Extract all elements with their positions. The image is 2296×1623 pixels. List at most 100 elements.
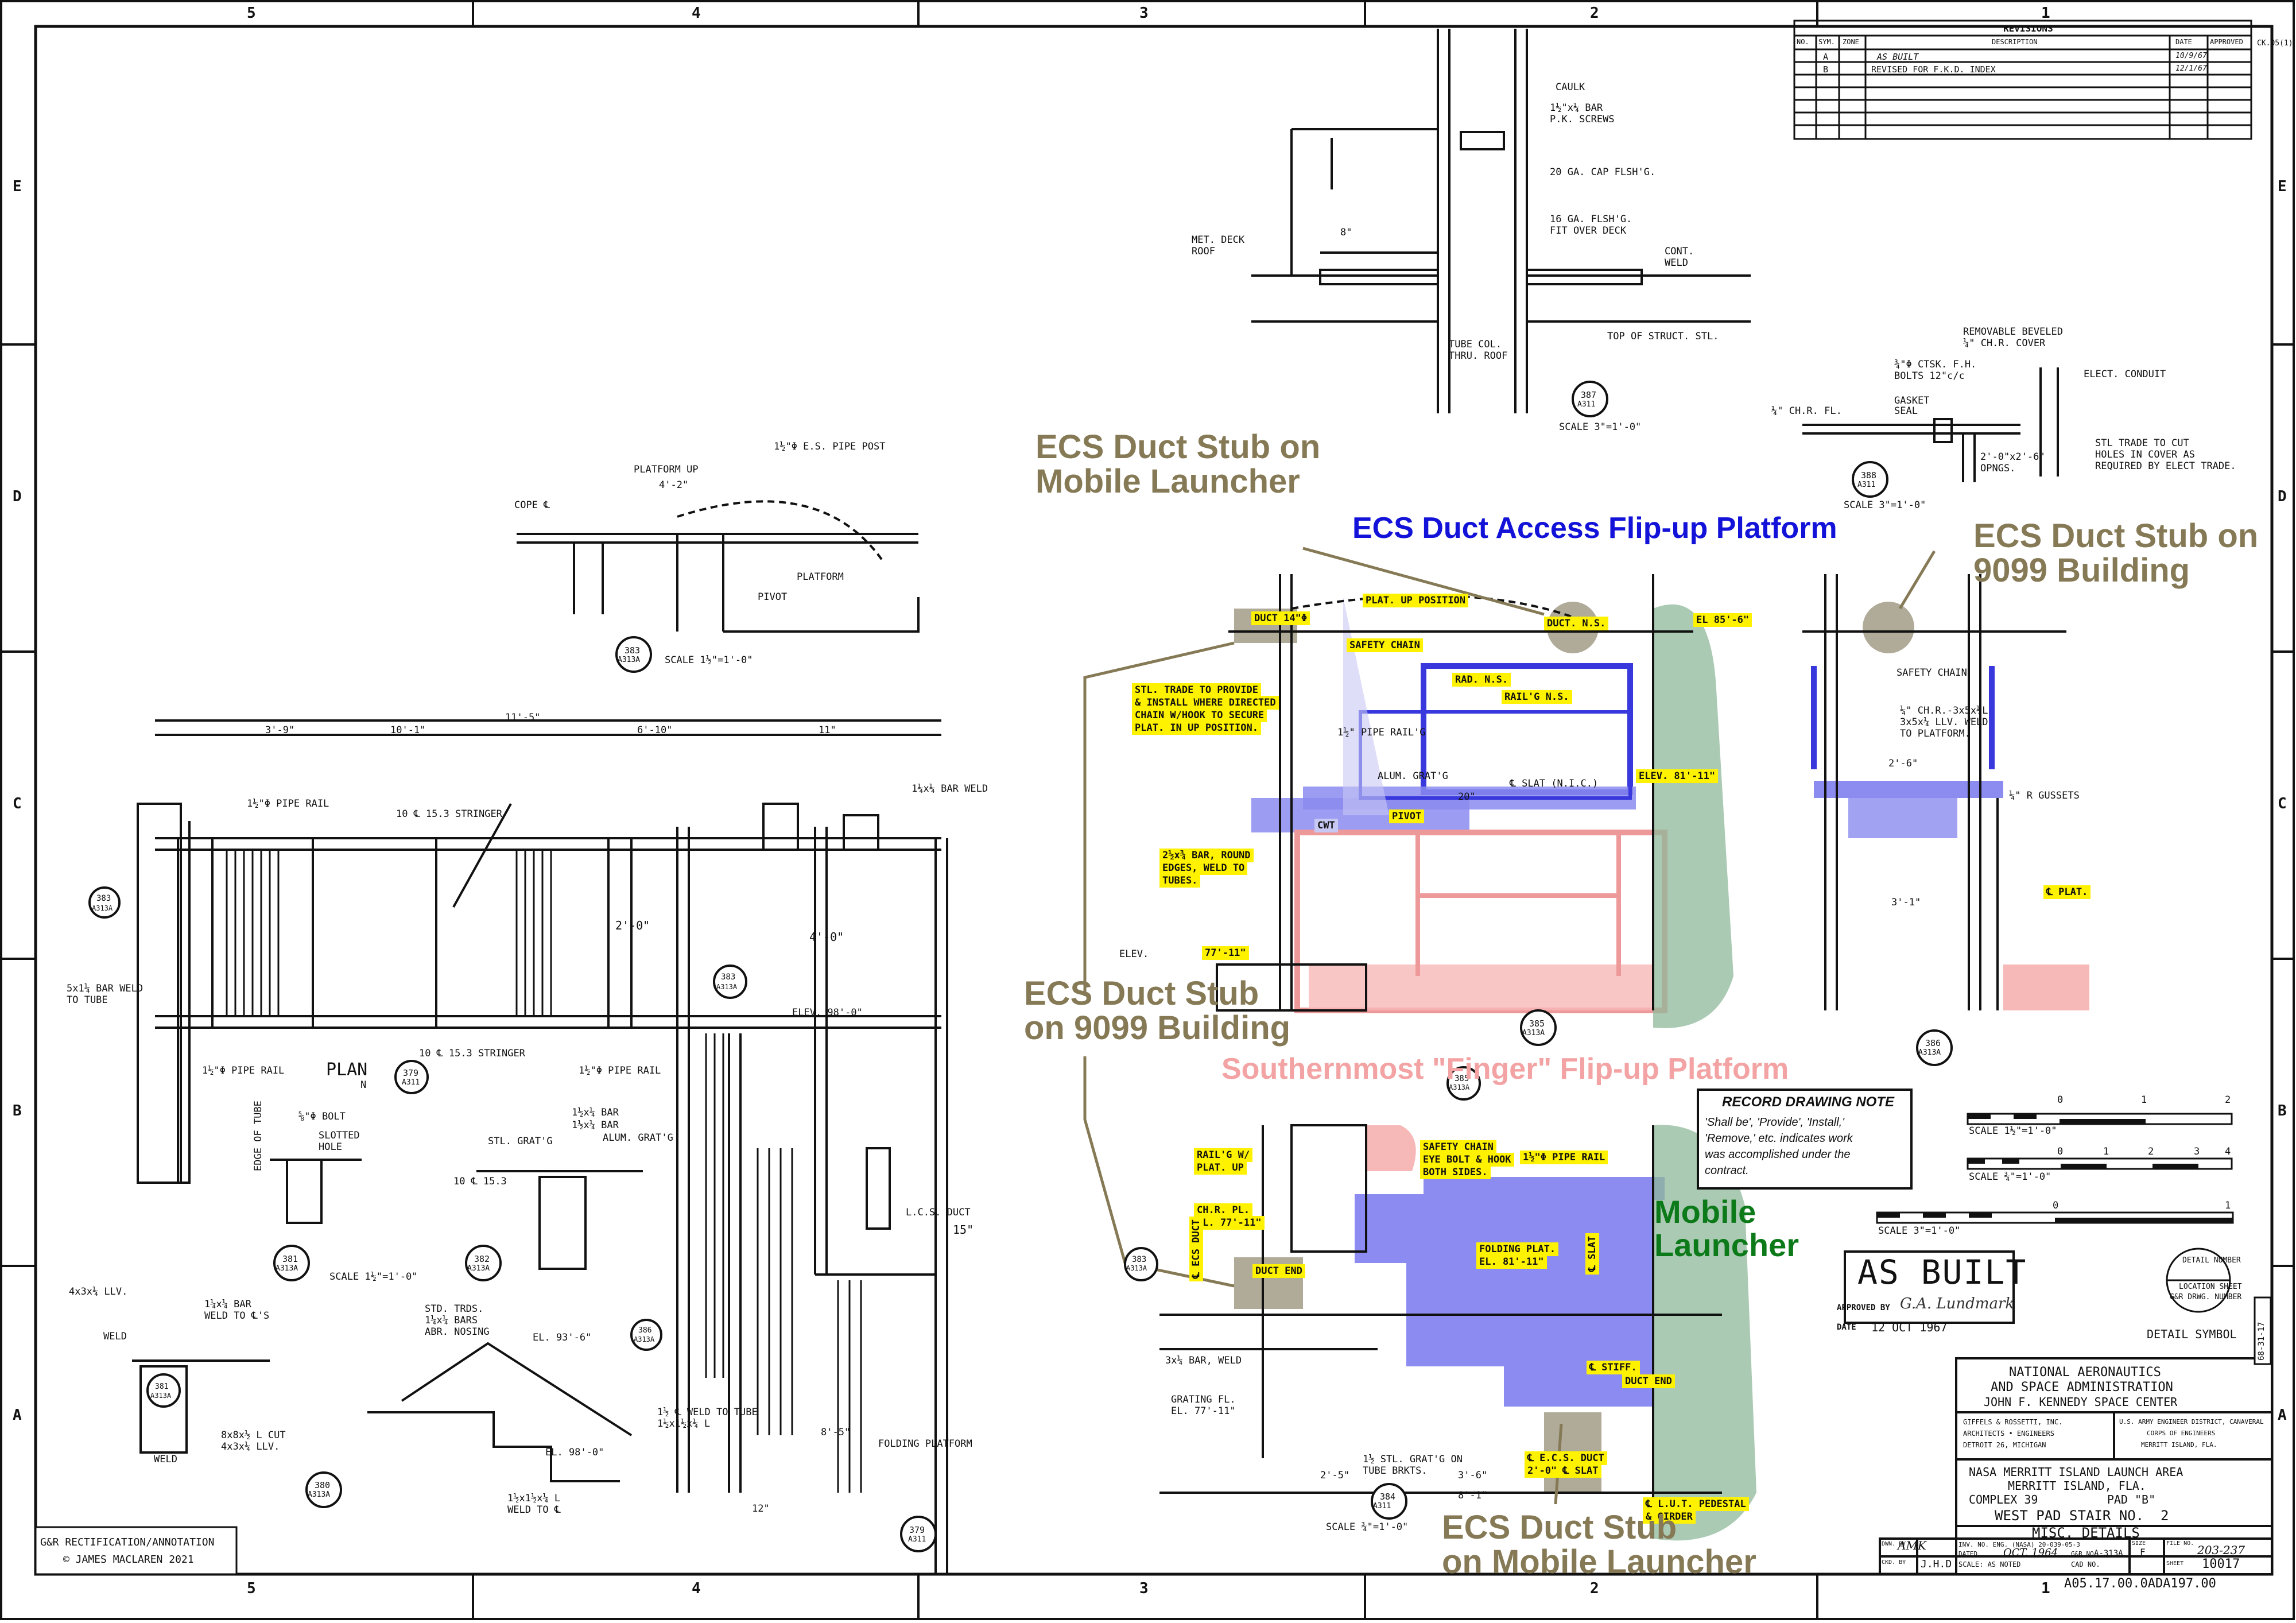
label-cont-weld-2: WELD	[1665, 257, 1688, 269]
bubble-379-sheet: A311	[402, 1078, 420, 1087]
small-details	[132, 1159, 643, 1482]
scale1-tick-1: 1	[2141, 1094, 2147, 1106]
tb-dated-label: DATED	[1958, 1550, 1978, 1558]
record-note-line-2: 'Remove,' etc. indicates work	[1705, 1132, 1853, 1145]
label-bar-weld3-2: WELD TO ℄'S	[204, 1310, 270, 1322]
rev-header-sym: SYM.	[1818, 38, 1835, 46]
tb-project-3: COMPLEX 39 PAD "B"	[1969, 1493, 2156, 1506]
bubble-383b-sheet: A313A	[716, 983, 738, 991]
plan-north: N	[360, 1079, 367, 1091]
scale-388: SCALE 3"=1'-0"	[1844, 499, 1926, 511]
label-cut-8x8-1: 8x8x½ L CUT	[221, 1430, 286, 1441]
bubble-383b-num: 383	[721, 973, 736, 982]
tb-chkd-label: CKD. BY	[1882, 1559, 1906, 1566]
dim-20: 20"	[1458, 791, 1476, 803]
tb-drawing-title-2: MISC. DETAILS	[2032, 1525, 2140, 1541]
rev-header-no: NO.	[1797, 38, 1809, 46]
bubble-384-sheet: A311	[1373, 1502, 1391, 1510]
hl-duct-end-2: DUCT END	[1622, 1374, 1675, 1388]
zone-bottom-4: 4	[692, 1580, 701, 1597]
tb-dated: OCT. 1964	[2003, 1547, 2058, 1559]
tb-agency-2: AND SPACE ADMINISTRATION	[1991, 1380, 2173, 1395]
label-stl-grat-tube-1: 1½ STL. GRAT'G ON	[1363, 1454, 1463, 1465]
hl-bar-round-3: TUBES.	[1159, 874, 1201, 888]
hl-plat-up-position: PLAT. UP POSITION	[1363, 594, 1468, 607]
corner-stamp: CK.05(1)	[2257, 39, 2293, 48]
label-elev-98: ELEV. 98'-0"	[792, 1007, 863, 1018]
zone-bottom-3: 3	[1139, 1580, 1149, 1597]
tb-file-no: 203-237	[2197, 1543, 2245, 1557]
tb-gr-no-label: G&R NO.	[2071, 1550, 2098, 1558]
label-bar-screws-1: 1½"x¼ BAR	[1550, 102, 1603, 114]
record-drawing-note: RECORD DRAWING NOTE 'Shall be', 'Provide…	[1697, 1089, 1913, 1190]
hl-duct-14: DUCT 14"Φ	[1251, 611, 1310, 625]
detail-symbol-caption: DETAIL SYMBOL	[2147, 1327, 2237, 1341]
label-stl-cut-2: HOLES IN COVER AS	[2095, 449, 2195, 460]
detail-bubbles	[88, 381, 1953, 1552]
detail-384-lines	[1159, 1124, 1722, 1539]
bubble-383d-num: 383	[1132, 1255, 1147, 1264]
zone-bottom-1: 1	[2041, 1580, 2050, 1597]
grating-hatch	[226, 850, 862, 1493]
label-folding-platform: FOLDING PLATFORM	[878, 1438, 972, 1450]
drawing-frame	[34, 25, 2274, 1576]
zone-left-c: C	[13, 795, 22, 812]
as-built-title: AS BUILT	[1857, 1253, 2027, 1292]
label-gasket-1: GASKET	[1894, 395, 1930, 406]
label-bolt: ⅝"Φ BOLT	[298, 1111, 346, 1122]
hl-pipe-rail: 1½"Φ PIPE RAIL	[1520, 1151, 1608, 1164]
bubble-383c-num: 383	[96, 894, 111, 903]
hl-railg-w-1: RAIL'G W/	[1194, 1148, 1253, 1162]
bubble-385-num: 385	[1529, 1018, 1545, 1029]
bubble-379b-sheet: A311	[908, 1535, 926, 1544]
scale3-label: SCALE 3"=1'-0"	[1878, 1225, 1961, 1237]
tb-drawing-title-1: WEST PAD STAIR NO. 2	[1995, 1508, 2169, 1524]
annot-ecs-stub-9099-right-1: ECS Duct Stub on	[1973, 517, 2259, 555]
label-met-deck-2: ROOF	[1192, 246, 1215, 257]
tb-corps-1: U.S. ARMY ENGINEER DISTRICT, CANAVERAL	[2119, 1418, 2264, 1426]
scale1-label: SCALE 1½"=1'-0"	[1969, 1125, 2057, 1137]
label-top-struct: TOP OF STRUCT. STL.	[1607, 331, 1719, 342]
annot-ecs-stub-9099-left-1: ECS Duct Stub	[1024, 975, 1259, 1012]
detail-383-drawing	[517, 500, 920, 633]
hl-folding-plat-1: FOLDING PLAT.	[1476, 1242, 1559, 1256]
graphic-scales	[1876, 1113, 2234, 1224]
as-built-approved-label: APPROVED BY	[1837, 1303, 1890, 1312]
bubble-382-sheet: A313A	[467, 1264, 490, 1273]
label-stl-grat-tube-2: TUBE BRKTS.	[1363, 1465, 1428, 1477]
hl-elev-77: 77'-11"	[1202, 946, 1249, 960]
zone-left-b: B	[13, 1102, 22, 1120]
tb-drawn-by-label: DWN. BY	[1882, 1541, 1906, 1547]
dim-3-6: 3'-6"	[1458, 1470, 1488, 1481]
label-chr-fl: ¼" CH.R. FL.	[1771, 405, 1842, 417]
hl-pivot: PIVOT	[1389, 809, 1425, 823]
hl-duct-ns: DUCT. N.S.	[1544, 617, 1609, 630]
label-ctsk-1: ¾"Φ CTSK. F.H.	[1894, 359, 1977, 370]
detail-386-lines	[1802, 574, 2066, 1010]
zone-right-e: E	[2278, 178, 2287, 195]
label-chr-3x5-3: TO PLATFORM.	[1900, 728, 1971, 739]
bubble-388-num: 388	[1861, 470, 1877, 481]
label-ga-flshg-1: 16 GA. FLSH'G.	[1550, 214, 1632, 225]
hl-c-plat: ℄ PLAT.	[2043, 885, 2091, 899]
hl-ecs-duct-slat-2: 2'-0" ℄ SLAT	[1525, 1464, 1601, 1478]
label-std-trds-1: STD. TRDS.	[425, 1303, 484, 1315]
label-removable-cover-2: ¼" CH.R. COVER	[1963, 338, 2046, 349]
rev-row-a-date: 10/9/67	[2175, 52, 2207, 60]
label-lcs-duct: L.C.S. DUCT	[906, 1207, 971, 1218]
label-el-93: EL. 93'-6"	[533, 1332, 592, 1343]
hl-c-ecs-duct: ℄ ECS DUCT	[1189, 1216, 1203, 1281]
label-stl-cut-3: REQUIRED BY ELECT TRADE.	[2095, 460, 2236, 472]
annot-mobile-launcher-2: Launcher	[1654, 1227, 1799, 1263]
label-gasket-2: SEAL	[1894, 405, 1918, 417]
hl-rad-ns: RAD. N.S.	[1452, 673, 1511, 687]
hl-bar-round-2: EDGES, WELD TO	[1159, 861, 1248, 875]
bubble-385-sheet: A313A	[1522, 1029, 1545, 1037]
label-elect-conduit: ELECT. CONDUIT	[2084, 369, 2166, 380]
dim-4-0: 4'-0"	[809, 930, 844, 944]
plan-379-drawing	[137, 719, 948, 1573]
hl-el-85: EL 85'-6"	[1693, 613, 1752, 627]
